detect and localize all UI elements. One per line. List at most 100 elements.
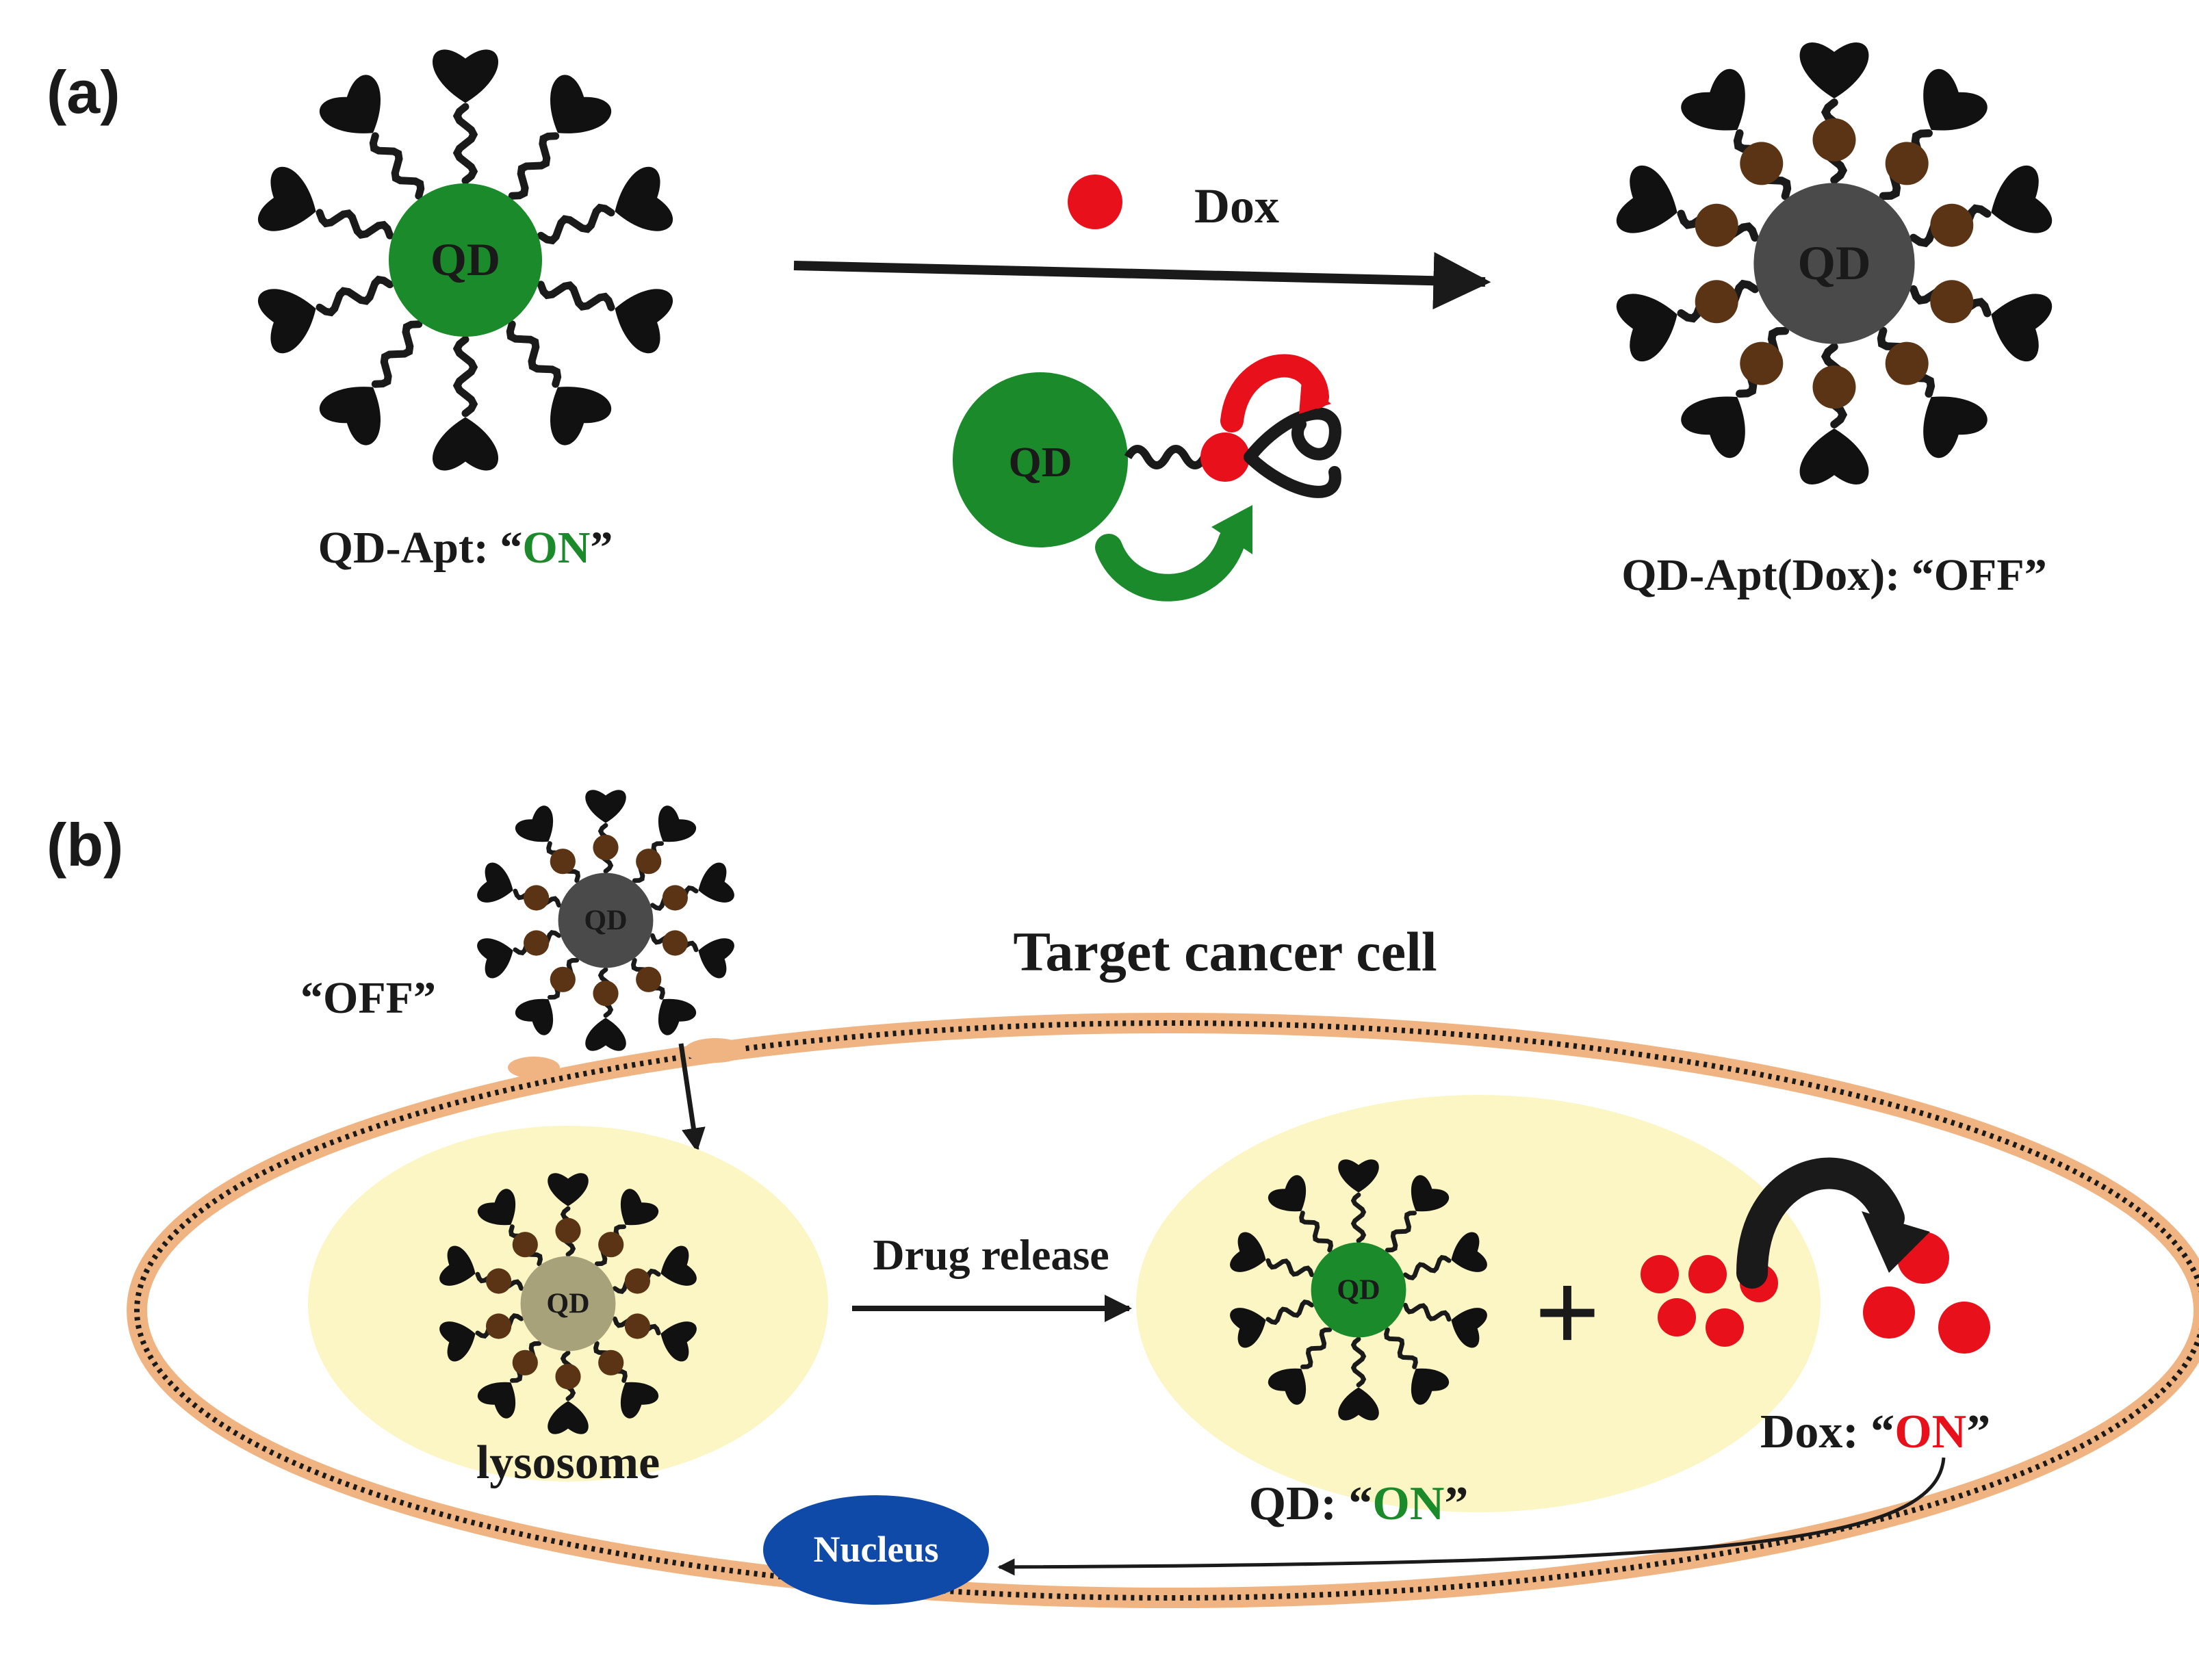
bound-dox [486, 1268, 512, 1294]
bound-dox [550, 966, 576, 992]
aptamer-head [660, 1245, 697, 1286]
aptamer-head [1230, 1308, 1266, 1348]
aptamer-linker [1384, 1327, 1418, 1369]
aptamer-head [615, 166, 673, 231]
aptamer-head [620, 1189, 659, 1226]
dox-diffusion-arrow [1736, 1157, 1905, 1289]
dox-bound-inset [1200, 432, 1250, 482]
bound-dox [1885, 341, 1929, 385]
lysosome-compartment-2 [1136, 1095, 1821, 1512]
aptamer-head [548, 1401, 589, 1434]
qd-aptamer-dox-incoming: QD [477, 790, 734, 1051]
bound-dox [555, 1364, 581, 1390]
aptamer-head [319, 387, 381, 445]
aptamer-linker [316, 275, 394, 317]
aptamer-head [1338, 1159, 1379, 1193]
free-dox [1706, 1308, 1744, 1347]
aptamer-head [1230, 1232, 1266, 1272]
qd-core-text: QD [584, 905, 627, 937]
aptamer-head [550, 75, 612, 133]
aptamer-linker [1350, 1192, 1367, 1243]
nucleus-label: Nucleus [813, 1529, 938, 1570]
bound-dox [1885, 142, 1929, 185]
aptamer-head [515, 805, 554, 842]
aptamer-linker [316, 209, 394, 240]
aptamer-inset [1244, 407, 1341, 498]
bound-dox [486, 1313, 512, 1339]
qd-apt-on-label: QD-Apt: “ON” [318, 523, 613, 573]
aptamer-linker [1300, 1327, 1333, 1369]
aptamer-linker [369, 132, 425, 200]
qd-core-text: QD [1337, 1274, 1380, 1306]
aptamer-linker [452, 335, 478, 417]
aptamer-head [1411, 1368, 1450, 1405]
bound-dox [636, 966, 662, 992]
aptamer-head [258, 166, 316, 231]
qd-apt-dox-off-label: QD-Apt(Dox): “OFF” [1621, 550, 2046, 600]
drug-release-label: Drug release [873, 1230, 1109, 1279]
cell-title: Target cancer cell [1013, 920, 1437, 983]
membrane-bump [508, 1057, 560, 1078]
aptamer-head [1923, 396, 1988, 458]
off-label: “OFF” [300, 973, 436, 1023]
free-dox [1641, 1255, 1679, 1293]
qd-core-text: QD [1797, 236, 1870, 290]
aptamer-head [1923, 68, 1988, 131]
aptamer-head [515, 998, 554, 1035]
free-dox [1938, 1302, 1990, 1354]
aptamer-head [1991, 294, 2052, 362]
aptamer-head [477, 1382, 516, 1419]
aptamer-linker [1385, 1211, 1417, 1253]
aptamer-head [1799, 42, 1869, 99]
membrane-bump [684, 1038, 746, 1063]
bound-dox [662, 930, 689, 956]
aptamer-head [477, 938, 513, 979]
aptamer-linker [1350, 1336, 1367, 1388]
aptamer-linker [371, 320, 423, 388]
aptamer-linker [452, 103, 478, 185]
bound-dox [555, 1217, 581, 1243]
aptamer-head [1681, 68, 1745, 131]
aptamer-head [1681, 396, 1745, 458]
bound-dox [624, 1313, 651, 1339]
aptamer-head [319, 75, 381, 133]
aptamer-head [439, 1245, 476, 1286]
qd-core [520, 1256, 616, 1352]
aptamer-head [698, 938, 734, 979]
aptamer-head [585, 1018, 626, 1051]
bound-dox [593, 834, 619, 860]
aptamer-head [658, 998, 697, 1035]
green-arrow-head [1211, 505, 1252, 554]
bound-dox [636, 849, 662, 875]
bound-dox [598, 1349, 624, 1375]
aptamer-head [1799, 428, 1869, 484]
bound-dox [1695, 203, 1738, 247]
cell-membrane [127, 1013, 2199, 1608]
qd-aptamer-on-released: QD [1230, 1159, 1487, 1421]
bound-dox [1930, 203, 1974, 247]
dox-diffusion-arrow-head [1862, 1211, 1930, 1273]
aptamer-head [433, 49, 498, 103]
aptamer-linker [1265, 1258, 1315, 1278]
qd-aptamer-on: QD [258, 49, 673, 471]
aptamer-linker [1402, 1302, 1452, 1322]
bound-dox [524, 885, 550, 911]
red-transfer-arrow [1220, 354, 1329, 432]
qd-core-inset-text: QD [1009, 439, 1072, 486]
bound-dox [1740, 142, 1784, 185]
aptamer-linker [506, 320, 562, 388]
free-dox [1688, 1255, 1727, 1293]
bound-dox [1930, 280, 1974, 324]
loading-arrow [793, 252, 1491, 310]
dox-on-label: Dox: “ON” [1760, 1406, 1990, 1458]
aptamer-head [698, 862, 734, 903]
aptamer-head [615, 289, 673, 354]
bound-dox [524, 930, 550, 956]
dox-to-nucleus-arrow [997, 1457, 1946, 1576]
aptamer-linker [1299, 1211, 1333, 1253]
dox-label: Dox [1194, 179, 1279, 233]
diffusing-dox-cluster [1863, 1232, 1990, 1354]
aptamer-linker [1402, 1254, 1452, 1280]
green-transfer-arrow [1095, 527, 1246, 602]
